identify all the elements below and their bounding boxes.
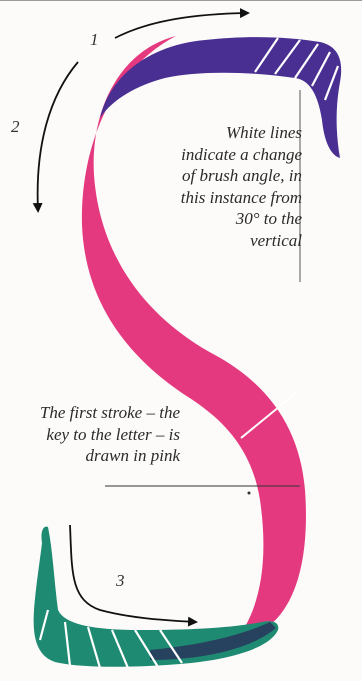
first-stroke-note-line: The first stroke – the: [0, 402, 180, 424]
angle-change-note: White lines indicate a change of brush a…: [122, 122, 302, 251]
angle-note-line: this instance from: [122, 187, 302, 209]
stroke-number-1: 1: [90, 30, 99, 50]
angle-note-line: of brush angle, in: [122, 165, 302, 187]
first-stroke-note: The first stroke – the key to the letter…: [0, 402, 180, 467]
angle-note-line: 30° to the: [122, 208, 302, 230]
arrow-right-curved-icon: [115, 13, 247, 38]
first-stroke-note-line: drawn in pink: [0, 445, 180, 467]
first-stroke-note-line: key to the letter – is: [0, 424, 180, 446]
arrow-right-hooked-icon: [70, 525, 195, 622]
arrow-down-curved-icon: [38, 62, 78, 210]
angle-note-line: indicate a change: [122, 144, 302, 166]
angle-note-line: White lines: [122, 122, 302, 144]
angle-note-line: vertical: [122, 230, 302, 252]
stroke-number-2: 2: [11, 117, 20, 137]
leader-dot: [248, 492, 251, 495]
stroke-number-3: 3: [116, 571, 125, 591]
